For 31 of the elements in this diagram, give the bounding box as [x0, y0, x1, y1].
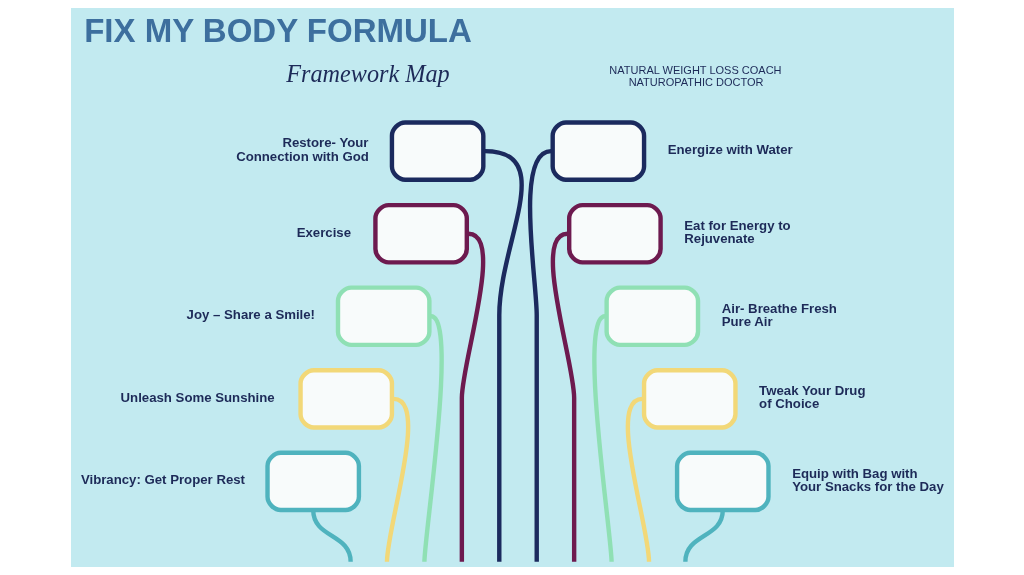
connector	[527, 149, 552, 562]
node-box	[264, 450, 361, 513]
node-label: Vibrancy: Get Proper Rest	[80, 472, 245, 488]
node-box	[372, 202, 469, 265]
connector	[591, 314, 614, 562]
connector	[384, 396, 410, 562]
node-box	[641, 368, 738, 430]
connector	[625, 396, 651, 562]
connector	[484, 148, 524, 562]
node-box	[674, 450, 771, 513]
node-box	[603, 285, 700, 348]
node-box	[550, 120, 646, 182]
node-box	[566, 202, 663, 265]
connector	[310, 509, 353, 563]
node-label: Energize with Water	[667, 141, 793, 157]
node-label: Equip with Bag with Your Snacks for the Day	[791, 465, 944, 494]
label: Framework Map	[285, 60, 450, 88]
label: NATURAL WEIGHT LOSS COACH NATUROPATHIC DOCTOR	[608, 64, 782, 89]
connector	[421, 314, 444, 562]
node-label: Exercise	[296, 224, 351, 240]
node-box	[297, 368, 394, 430]
node-label: Unleash Some Sunshine	[120, 389, 275, 405]
node-label: Tweak Your Drug of Choice	[758, 383, 866, 412]
node-label: Eat for Energy to Rejuvenate	[683, 217, 791, 247]
node-box	[335, 285, 432, 348]
node-label: Restore- Your Connection with God	[235, 135, 369, 164]
node-box	[389, 120, 485, 182]
connector	[682, 509, 725, 563]
diagram-title: FIX MY BODY FORMULA	[83, 12, 472, 50]
node-label: Joy – Share a Smile!	[186, 307, 315, 323]
node-label: Air- Breathe Fresh Pure Air	[721, 300, 837, 329]
